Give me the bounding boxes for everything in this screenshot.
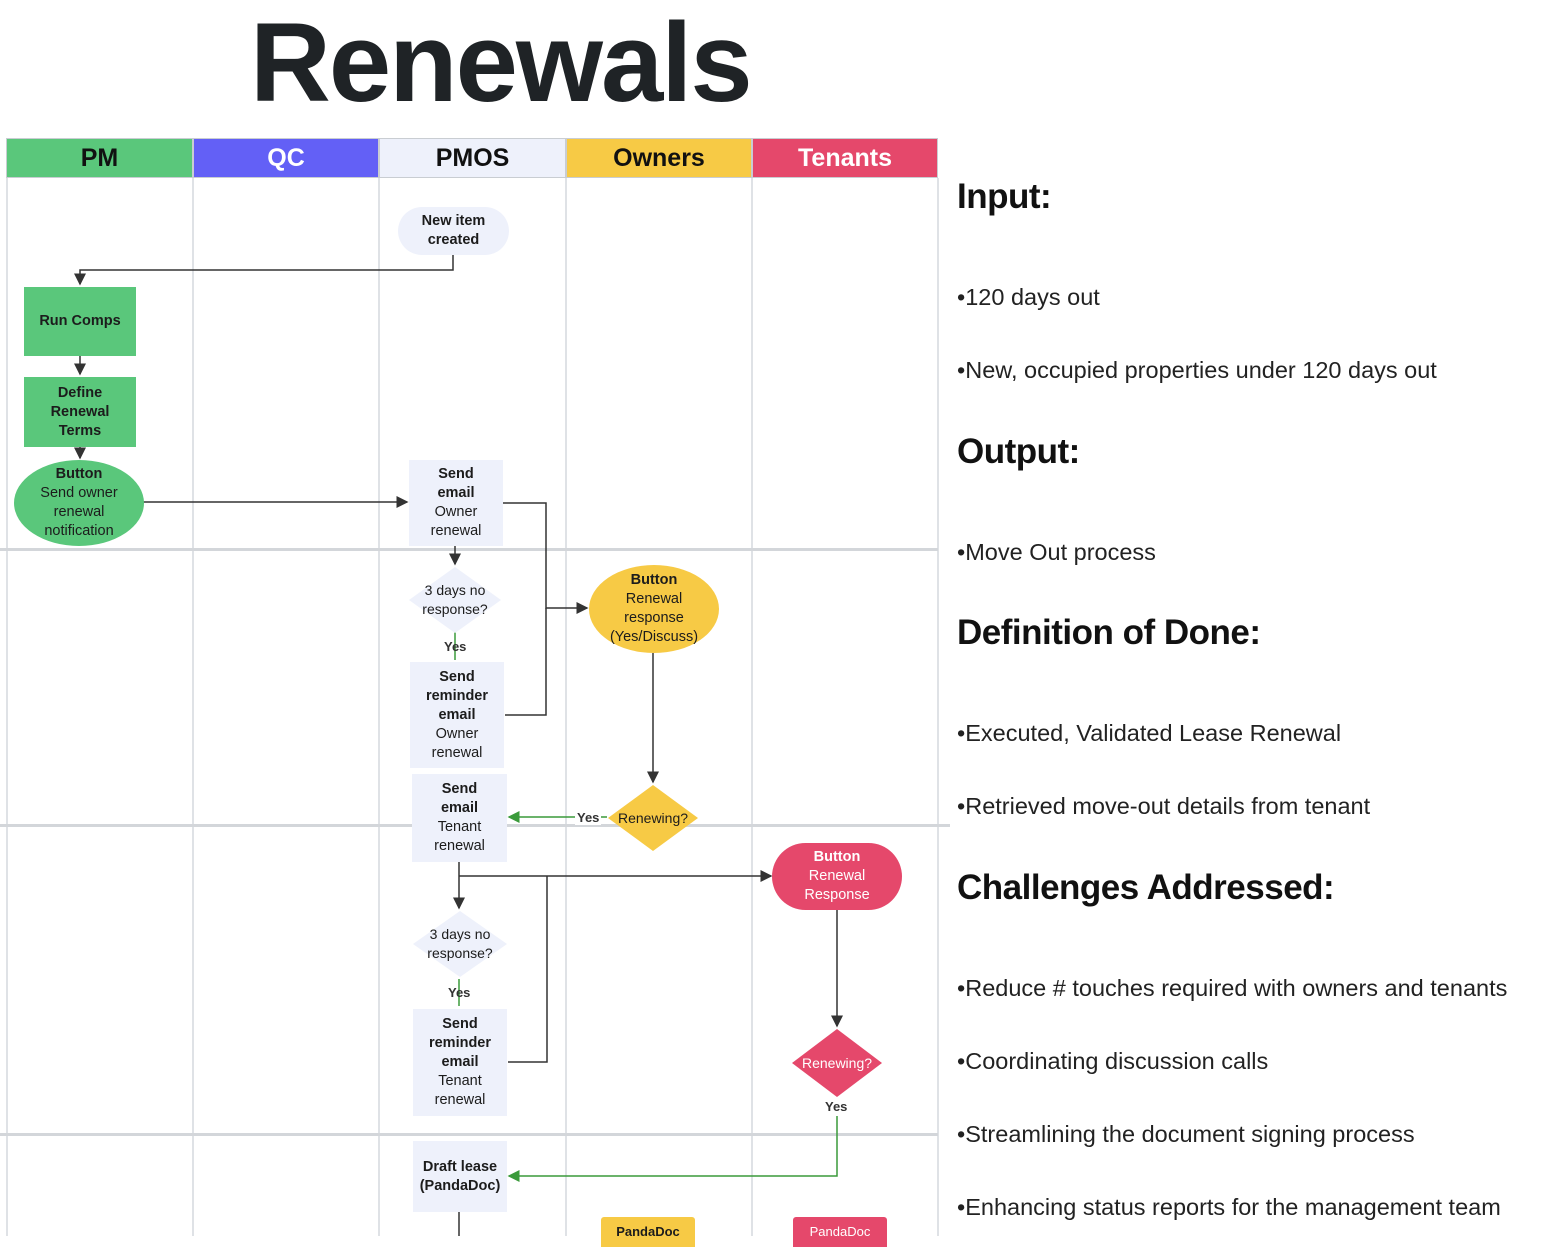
- definition-of-done-item: •Retrieved move-out details from tenant: [957, 793, 1371, 819]
- send-reminder-owner-node: Send reminder email Owner renewal: [410, 662, 504, 768]
- lane-divider: [937, 178, 939, 1236]
- challenges-item: •Coordinating discussion calls: [957, 1048, 1269, 1074]
- send-email-owner-node: Send email Owner renewal: [409, 460, 503, 546]
- lane-header-pmos: PMOS: [379, 138, 566, 178]
- days-no-response-owner-decision: 3 days no response?: [408, 566, 502, 634]
- node-label: Renewing?: [801, 1054, 873, 1071]
- input-item: •120 days out: [957, 284, 1100, 310]
- output-heading: Output:: [957, 432, 1080, 471]
- lane-divider: [6, 178, 8, 1236]
- node-label: PandaDoc: [616, 1224, 680, 1239]
- tenant-renewal-response-button-node[interactable]: Button Renewal Response: [772, 843, 902, 910]
- lane-divider: [192, 178, 194, 1236]
- node-label: Define Renewal Terms: [50, 384, 110, 439]
- lane-divider: [565, 178, 567, 1236]
- challenges-item: •Enhancing status reports for the manage…: [957, 1194, 1501, 1220]
- lane-header-owners: Owners: [566, 138, 752, 178]
- node-title: Send email: [437, 466, 475, 501]
- yes-label: Yes: [575, 810, 602, 825]
- node-label: 3 days no response?: [427, 926, 493, 961]
- lane-header-tenants: Tenants: [752, 138, 938, 178]
- renewing-owner-decision: Renewing?: [607, 784, 699, 852]
- node-label: PandaDoc: [809, 1224, 871, 1239]
- node-title: Button: [813, 849, 861, 865]
- pandadoc-tenant-node: PandaDoc: [793, 1217, 887, 1247]
- output-item: •Move Out process: [957, 539, 1156, 565]
- node-label: Draft lease (PandaDoc): [419, 1158, 501, 1194]
- node-label: Send owner renewal notification: [40, 485, 118, 539]
- yes-label: Yes: [825, 1099, 848, 1114]
- node-title: Send reminder email: [425, 668, 489, 723]
- define-renewal-terms-node: Define Renewal Terms: [24, 377, 136, 447]
- lane-divider: [751, 178, 753, 1236]
- node-label: Owner renewal: [430, 504, 482, 539]
- decision-diamond: [409, 567, 501, 633]
- send-email-tenant-node: Send email Tenant renewal: [412, 774, 507, 862]
- definition-of-done-item: •Executed, Validated Lease Renewal: [957, 720, 1342, 746]
- start-new-item-node: New item created: [398, 207, 509, 255]
- draft-lease-node: Draft lease (PandaDoc): [413, 1141, 507, 1212]
- page-title: Renewals: [250, 0, 753, 125]
- send-owner-notification-button-node[interactable]: Button Send owner renewal notification: [14, 460, 144, 546]
- phase-divider: [0, 1133, 938, 1136]
- yes-label: Yes: [444, 639, 467, 654]
- days-no-response-tenant-decision: 3 days no response?: [412, 910, 508, 978]
- node-label: Tenant renewal: [434, 1073, 486, 1108]
- decision-diamond: [413, 911, 507, 977]
- owner-renewal-response-button-node[interactable]: Button Renewal response (Yes/Discuss): [589, 565, 719, 653]
- node-label: Tenant renewal: [434, 819, 485, 854]
- pandadoc-owner-node: PandaDoc: [601, 1217, 695, 1247]
- run-comps-node: Run Comps: [24, 287, 136, 356]
- input-heading: Input:: [957, 177, 1052, 216]
- node-label: New item created: [421, 213, 486, 248]
- node-label: Run Comps: [39, 313, 121, 329]
- node-label: Owner renewal: [431, 725, 483, 761]
- lane-header-pm: PM: [6, 138, 193, 178]
- phase-divider: [0, 548, 938, 551]
- node-title: Button: [55, 466, 103, 482]
- decision-diamond: [792, 1029, 882, 1097]
- flow-connectors: [74, 255, 843, 1236]
- challenges-item: •Reduce # touches required with owners a…: [957, 975, 1508, 1001]
- node-label: Renewal response (Yes/Discuss): [609, 591, 699, 645]
- node-label: 3 days no response?: [422, 582, 488, 617]
- decision-diamond: [608, 785, 698, 851]
- input-item: •New, occupied properties under 120 days…: [957, 357, 1437, 383]
- challenges-item: •Streamlining the document signing proce…: [957, 1121, 1415, 1147]
- definition-of-done-heading: Definition of Done:: [957, 613, 1261, 652]
- node-label: Renewal Response: [804, 868, 870, 903]
- renewing-tenant-decision: Renewing?: [791, 1028, 883, 1098]
- node-title: Send email: [440, 781, 479, 816]
- lane-divider: [378, 178, 380, 1236]
- node-title: Send reminder email: [428, 1016, 492, 1070]
- challenges-heading: Challenges Addressed:: [957, 868, 1335, 907]
- node-label: Renewing?: [617, 809, 689, 826]
- node-title: Button: [630, 572, 678, 588]
- yes-label: Yes: [448, 985, 471, 1000]
- lane-header-qc: QC: [193, 138, 379, 178]
- send-reminder-tenant-node: Send reminder email Tenant renewal: [413, 1009, 507, 1116]
